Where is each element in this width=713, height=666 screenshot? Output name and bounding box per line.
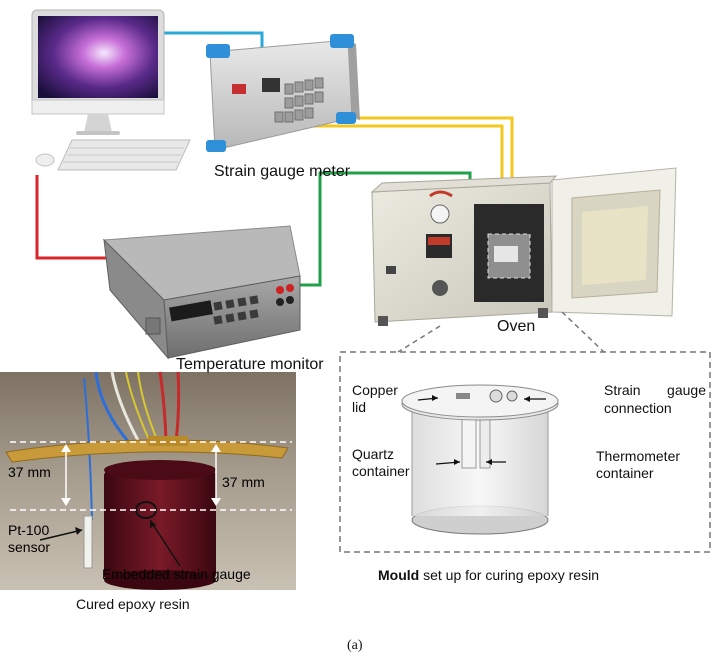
yellow-cable-1 — [296, 116, 514, 185]
label-dim-right: 37 mm — [222, 474, 265, 490]
label-strain-gauge-connection-line1: Strain gauge — [604, 382, 706, 398]
label-pt100-sensor: Pt-100 sensor — [8, 522, 51, 555]
cured-epoxy-photo — [0, 371, 296, 590]
mould-caption: Mould set up for curing epoxy resin — [378, 567, 599, 583]
temperature-monitor-illustration — [102, 225, 301, 360]
yellow-cable-2 — [296, 124, 504, 185]
green-cable — [298, 171, 472, 287]
cables — [35, 31, 514, 287]
mould-illustration — [339, 311, 711, 553]
panel-label: (a) — [347, 638, 363, 653]
label-dim-left: 37 mm — [8, 464, 51, 480]
red-cable — [35, 175, 114, 260]
label-strain-gauge-connection-line2: connection — [604, 400, 672, 416]
label-thermometer-container: Thermometer container — [596, 448, 681, 481]
mould-caption-bold: Mould — [378, 567, 420, 583]
label-embedded-strain-gauge: Embedded strain gauge — [102, 566, 251, 582]
label-cured-epoxy-resin: Cured epoxy resin — [76, 596, 190, 612]
oven-illustration — [370, 167, 677, 326]
mould-caption-rest: set up for curing epoxy resin — [419, 567, 599, 583]
label-quartz-container: Quartz container — [352, 446, 410, 479]
label-copper-lid: Copper lid — [352, 382, 398, 415]
label-strain-gauge-meter: Strain gauge meter — [214, 163, 351, 180]
computer-illustration — [31, 9, 191, 171]
strain-gauge-meter-illustration — [206, 34, 360, 152]
label-oven: Oven — [497, 318, 536, 335]
label-temperature-monitor: Temperature monitor — [176, 356, 324, 373]
